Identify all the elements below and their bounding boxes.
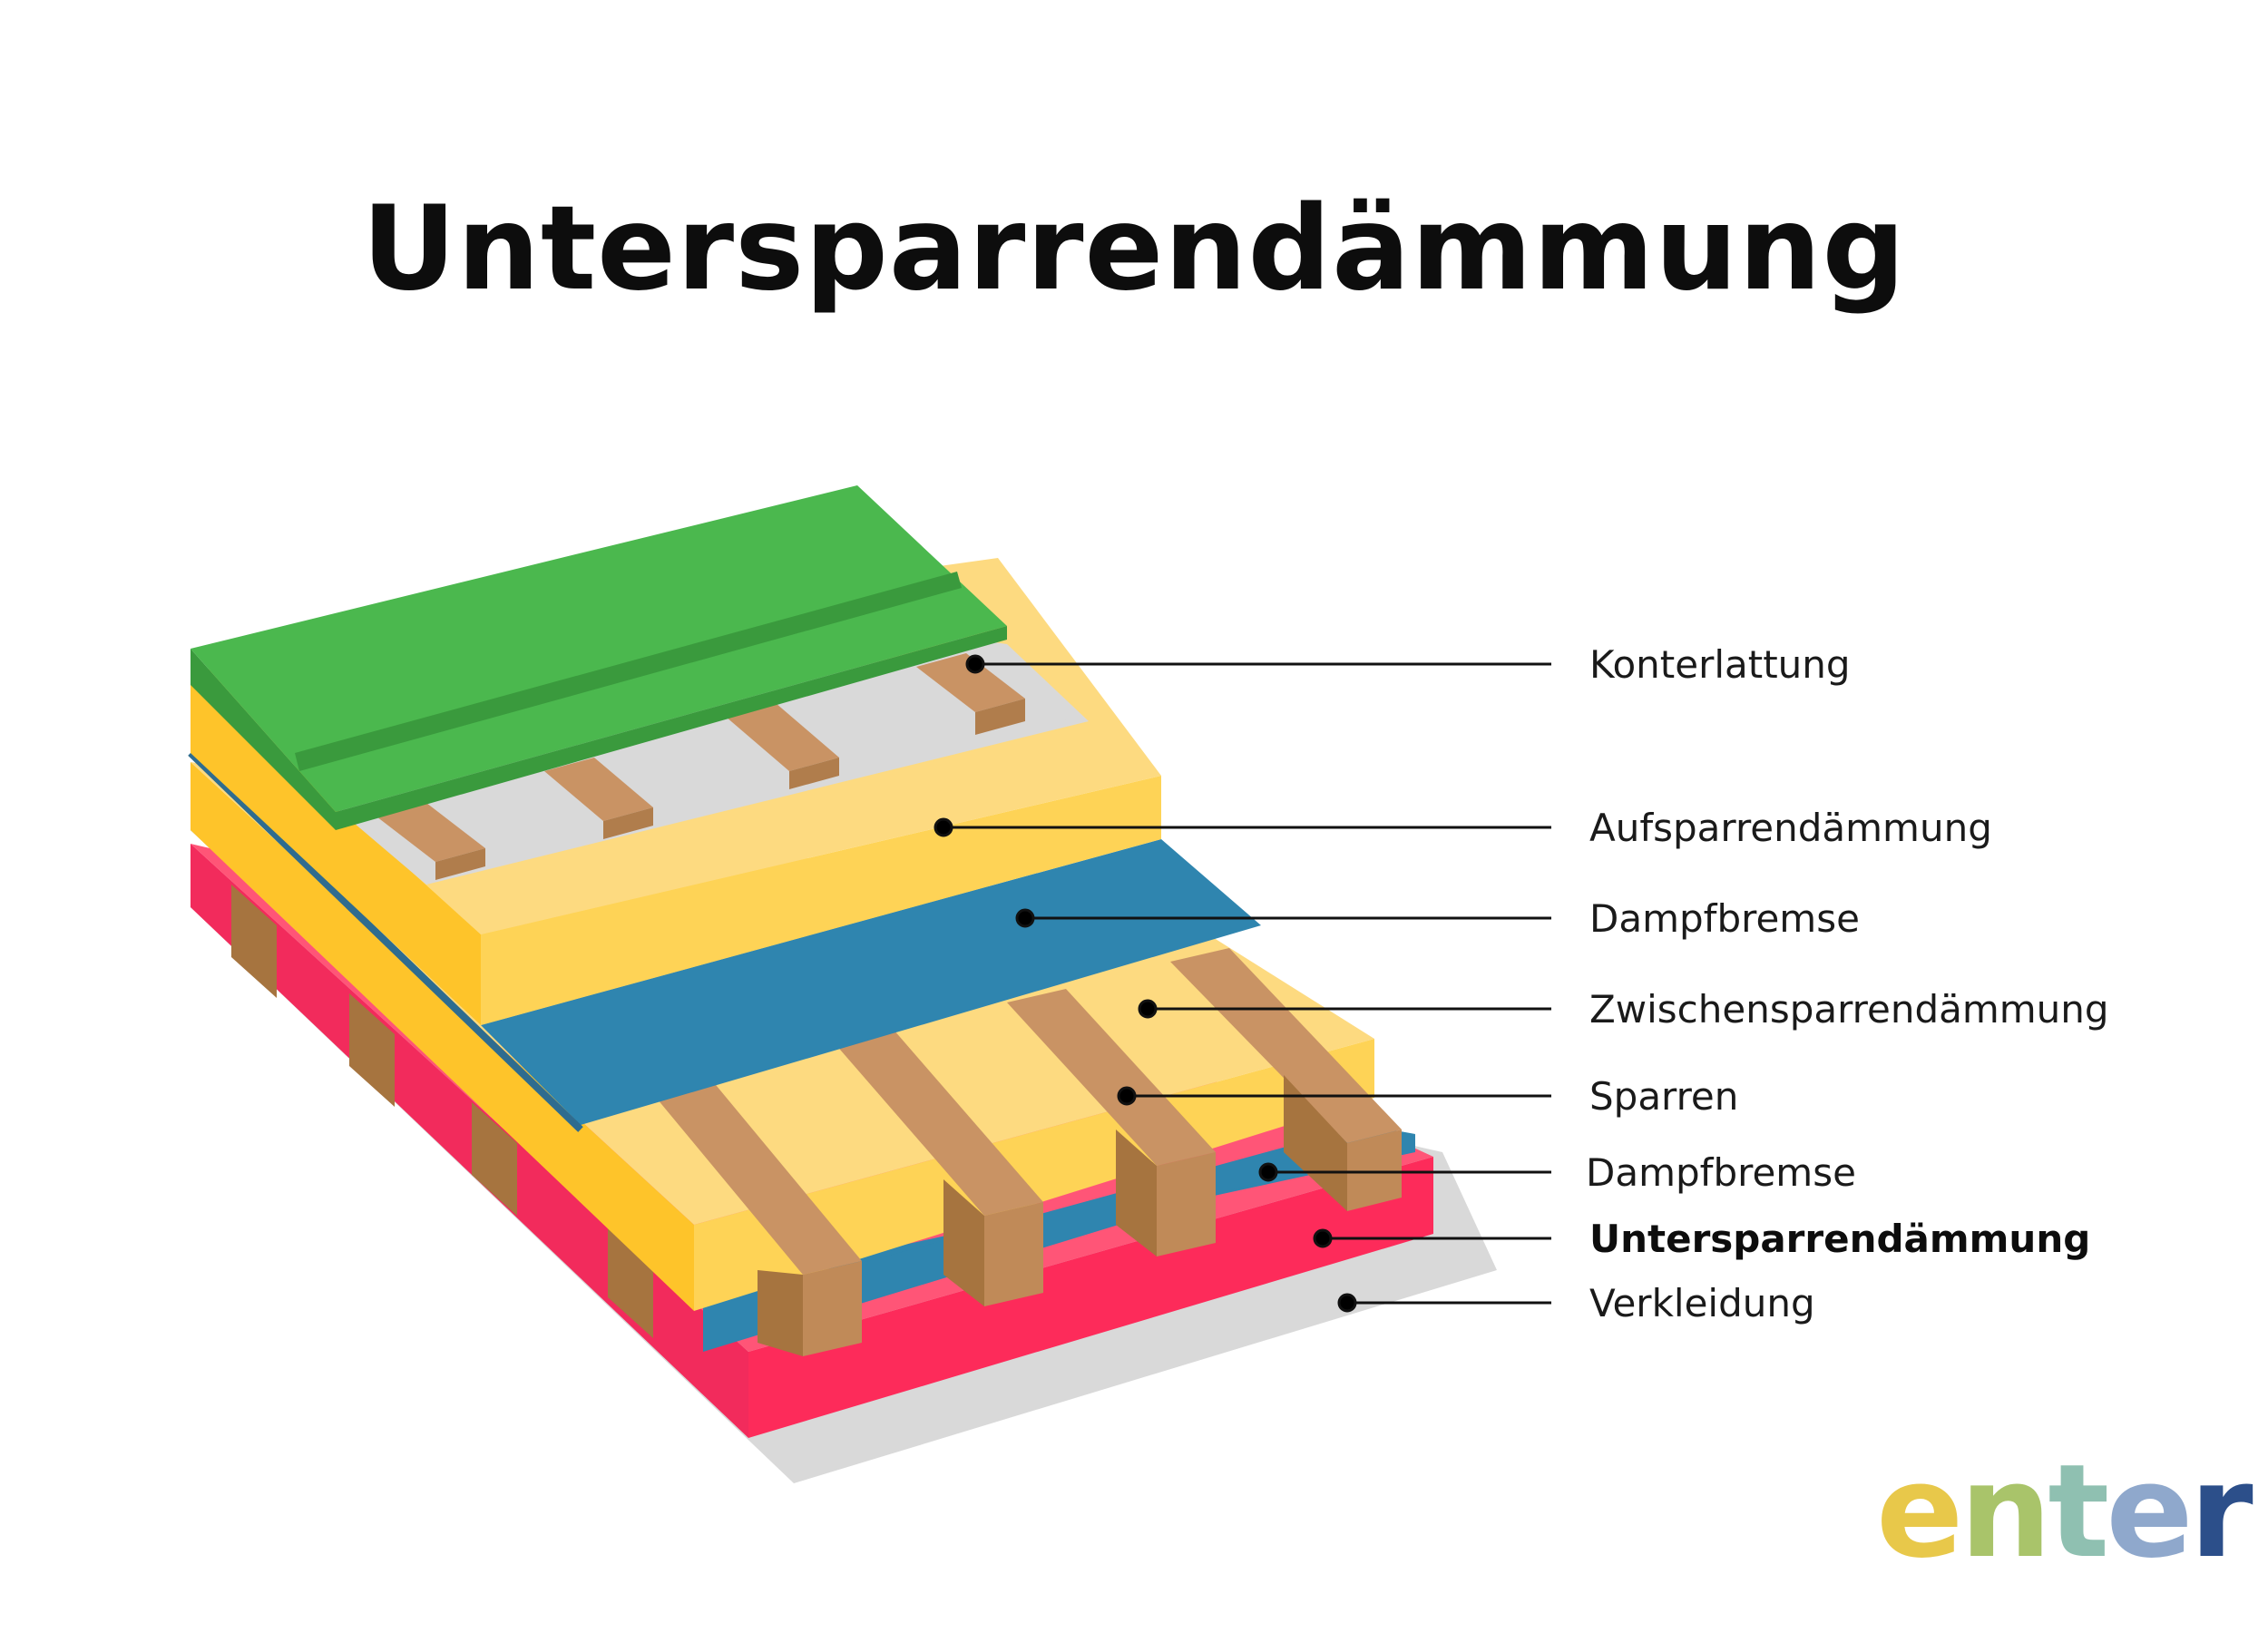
red-batten-4 bbox=[608, 1225, 653, 1338]
label-untersparrendaemmung: Untersparrendämmung bbox=[1589, 1217, 2091, 1261]
sparren-group bbox=[649, 948, 1402, 1356]
label-sparren: Sparren bbox=[1589, 1074, 1739, 1119]
aufsparren-side-right bbox=[481, 776, 1161, 1025]
logo-letter-e2: e bbox=[2106, 1437, 2193, 1587]
label-zwischensparrendaemmung: Zwischensparrendämmung bbox=[1589, 987, 2109, 1032]
label-verkleidung: Verkleidung bbox=[1589, 1281, 1815, 1325]
logo-letter-r: r bbox=[2189, 1437, 2253, 1587]
logo-letter-e1: e bbox=[1876, 1437, 1963, 1587]
aufsparren-side-front bbox=[191, 671, 481, 1025]
dampfbremse-upper bbox=[481, 839, 1261, 1125]
underlay-grey bbox=[336, 644, 1089, 885]
dampfbremse-lower-top bbox=[703, 1125, 1415, 1352]
red-batten-3 bbox=[472, 1102, 517, 1216]
label-dampfbremse-upper: Dampfbremse bbox=[1589, 896, 1860, 941]
untersparren-side-right bbox=[748, 1157, 1433, 1438]
dampfbremse-upper-edge bbox=[188, 750, 583, 1132]
green-board-side bbox=[191, 649, 336, 830]
green-board-right-edge bbox=[336, 626, 1007, 830]
zwischensparren-side-front bbox=[191, 762, 694, 1311]
label-konterlattung: Konterlattung bbox=[1589, 642, 1851, 687]
enter-logo: enter bbox=[1876, 1437, 2253, 1587]
label-aufsparrendaemmung: Aufsparrendämmung bbox=[1589, 806, 1992, 850]
logo-letter-t: t bbox=[2048, 1437, 2109, 1587]
red-batten-2 bbox=[349, 993, 395, 1107]
logo-letter-n: n bbox=[1960, 1437, 2051, 1587]
konterlattung-group bbox=[376, 653, 1025, 880]
red-batten-1 bbox=[231, 885, 277, 998]
zwischensparren-side-right bbox=[694, 1039, 1374, 1311]
label-dampfbremse-lower: Dampfbremse bbox=[1586, 1150, 1856, 1195]
diagram-title: Untersparrendämmung bbox=[361, 181, 1907, 317]
green-board-groove bbox=[295, 572, 962, 771]
leader-lines bbox=[934, 654, 1551, 1313]
